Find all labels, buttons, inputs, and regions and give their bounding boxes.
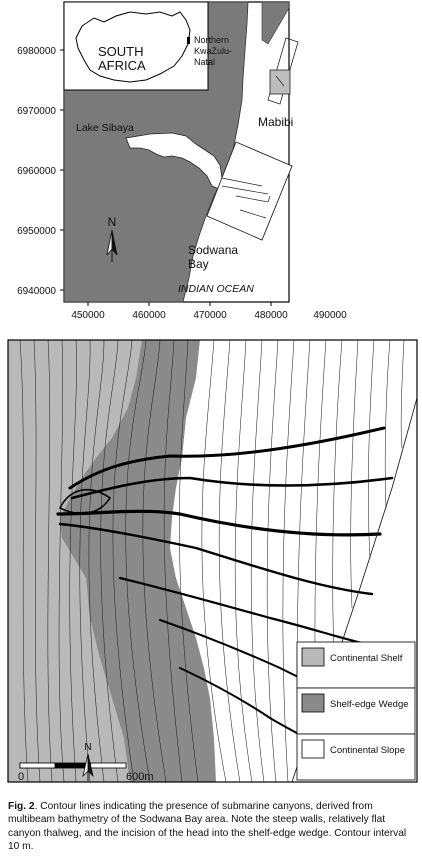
bathymetry-map: Continental Shelf Shelf-edge Wedge Conti… [7, 339, 418, 783]
y-axis: 6980000 6970000 6960000 6950000 6940000 [17, 46, 64, 297]
x-tick-label: 470000 [193, 310, 227, 321]
location-map: SOUTH AFRICA Northern KwaZulu- Natal Lak… [17, 1, 347, 321]
sodwana-label-1: Sodwana [188, 243, 238, 257]
mabibi-label: Mabibi [258, 115, 293, 129]
top-north-arrow: N [106, 215, 118, 262]
inset-country-label-1: SOUTH [98, 44, 144, 59]
inset-country-label-2: AFRICA [98, 58, 146, 73]
bathymetry-frame [7, 339, 418, 783]
figure-label: Fig. 2 [8, 801, 35, 812]
figure-caption-text: . Contour lines indicating the presence … [8, 801, 407, 852]
legend-swatch-continental-shelf [301, 647, 325, 667]
lake-sibaya-label: Lake Sibaya [76, 122, 134, 134]
y-tick-label: 6950000 [17, 226, 56, 237]
legend-swatch-shelf-edge-wedge [301, 693, 325, 713]
sodwana-canyon-4 [239, 209, 267, 219]
x-tick-label: 460000 [132, 310, 166, 321]
inset-region-label-3: Natal [194, 57, 215, 67]
bottom-north-arrow: N [82, 742, 94, 781]
y-tick-label: 6960000 [17, 166, 56, 177]
sodwana-canyon-1 [221, 177, 263, 187]
continental-slope-area [170, 340, 417, 782]
scale-start-label: 0 [18, 771, 24, 783]
legend-label-continental-shelf: Continental Shelf [330, 653, 403, 664]
inset-region-marker [187, 37, 190, 44]
sodwana-label-2: Bay [188, 257, 209, 271]
figure-caption: Fig. 2. Contour lines indicating the pre… [8, 800, 416, 853]
y-tick-label: 6940000 [17, 286, 56, 297]
x-axis: 450000 460000 470000 480000 490000 [71, 302, 347, 321]
scale-bar: 0 600m [18, 762, 154, 783]
legend: Continental Shelf Shelf-edge Wedge Conti… [296, 641, 416, 781]
x-tick-label: 450000 [71, 310, 105, 321]
bottom-north-letter: N [84, 742, 91, 753]
top-north-letter: N [108, 215, 117, 229]
land-sliver-north [261, 1, 290, 45]
scale-end-label: 600m [126, 771, 154, 783]
inset-region-label-2: KwaZulu- [194, 46, 232, 56]
legend-swatch-continental-slope [301, 739, 325, 759]
mabibi-canyon-line [275, 75, 285, 87]
y-tick-label: 6970000 [17, 106, 56, 117]
sodwana-canyon-3 [235, 195, 271, 203]
indian-ocean-label: INDIAN OCEAN [178, 283, 254, 295]
lake-sibaya-shape [125, 132, 223, 190]
y-tick-label: 6980000 [17, 46, 56, 57]
legend-label-shelf-edge-wedge: Shelf-edge Wedge [330, 699, 409, 710]
x-tick-label: 490000 [313, 310, 347, 321]
mabibi-survey-box [269, 69, 291, 95]
inset-region-label-1: Northern [194, 35, 229, 45]
legend-label-continental-slope: Continental Slope [330, 745, 405, 756]
sodwana-canyon-2 [221, 185, 269, 195]
shelf-edge-wedge-area [60, 340, 216, 782]
x-tick-label: 480000 [254, 310, 288, 321]
south-africa-outline [75, 11, 191, 83]
